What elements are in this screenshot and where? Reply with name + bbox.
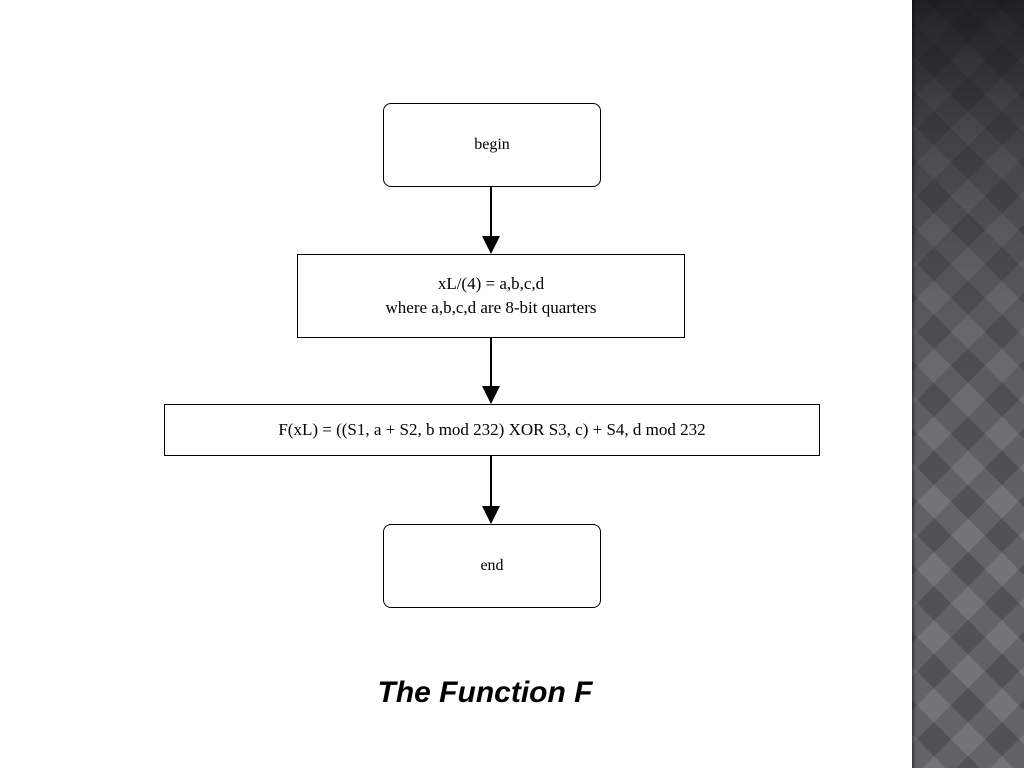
formula-node-label: F(xL) = ((S1, a + S2, b mod 232) XOR S3,… xyxy=(278,420,706,439)
decorative-side-panel xyxy=(912,0,1024,768)
begin-node: begin xyxy=(383,103,601,187)
begin-node-label: begin xyxy=(474,136,510,153)
split-node-line-2: where a,b,c,d are 8-bit quarters xyxy=(385,298,597,317)
split-node-line-1: xL/(4) = a,b,c,d xyxy=(437,274,545,293)
end-node-label: end xyxy=(480,557,504,574)
slide-caption: The Function F xyxy=(377,676,593,709)
split-node: xL/(4) = a,b,c,d where a,b,c,d are 8-bit… xyxy=(297,254,685,338)
flow-connectors xyxy=(482,187,500,524)
end-node: end xyxy=(383,524,601,608)
edge-formula-to-end xyxy=(482,456,500,524)
formula-node: F(xL) = ((S1, a + S2, b mod 232) XOR S3,… xyxy=(164,404,820,456)
edge-split-to-formula xyxy=(482,338,500,404)
slide: begin xL/(4) = a,b,c,d where a,b,c,d are… xyxy=(164,103,820,709)
edge-begin-to-split xyxy=(482,187,500,254)
